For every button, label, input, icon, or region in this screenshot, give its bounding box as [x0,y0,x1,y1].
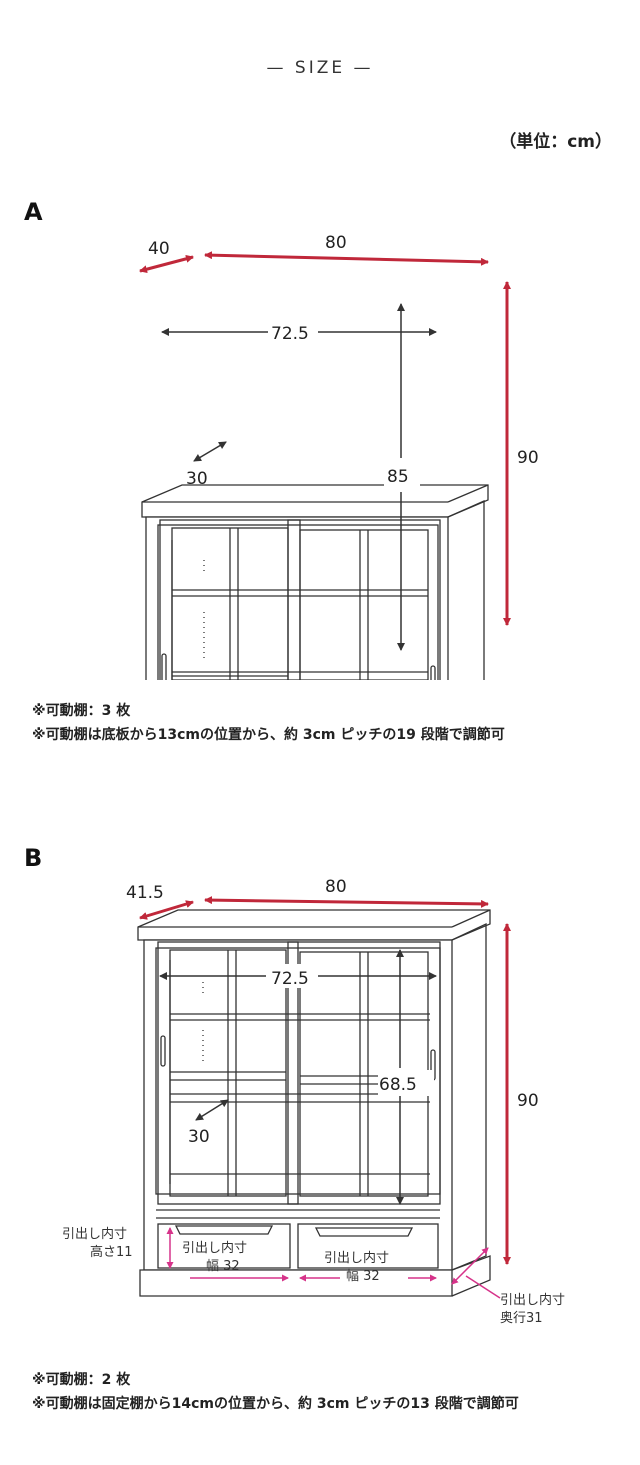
depth-dimension-line [139,254,194,274]
inner-height-label-bg [384,460,420,490]
inner-height-label: 68.5 [379,1075,417,1095]
section-a-label: A [24,198,43,226]
section-b-label: B [24,844,43,872]
shelf-depth-label: 30 [186,469,208,489]
cabinet-a-dimensions [139,251,511,626]
width-label: 80 [325,233,347,253]
section-a-note-2: ※可動棚は底板から13cmの位置から、約 3cm ピッチの19 段階で調節可 [32,727,505,743]
cabinet-b-drawer-dimensions [166,1227,501,1299]
drawer-height-label-2: 高さ11 [90,1244,133,1260]
size-heading: — SIZE — [266,58,374,78]
shelf-depth-line [195,1099,229,1121]
width-dimension-line [204,251,489,266]
inner-width-label: 72.5 [271,969,309,989]
drawer-depth-leader [465,1275,501,1299]
depth-label: 41.5 [126,883,164,903]
cabinet-a-diagram: 40 80 90 72.5 30 85 [139,233,539,680]
width-dimension-line [204,896,489,908]
inner-width-label: 72.5 [271,324,309,344]
height-label: 90 [517,448,539,468]
inner-height-label: 85 [387,467,409,487]
drawer-width-right-label-1: 引出し内寸 [324,1250,389,1266]
depth-label: 40 [148,239,170,259]
drawer-width-left-label-1: 引出し内寸 [182,1240,247,1256]
drawer-height-label-1: 引出し内寸 [62,1226,127,1242]
height-label: 90 [517,1091,539,1111]
shelf-depth-line [193,441,227,462]
section-a-note-1: ※可動棚：3 枚 [32,703,131,719]
cabinet-b-dimensions [139,896,511,1265]
cabinet-a-inner-dimensions [161,303,437,651]
drawer-width-right-label-2: 幅 32 [346,1269,380,1284]
depth-dimension-line [139,900,194,920]
cabinet-b-inner-dimensions [159,949,437,1205]
drawer-width-left-label-2: 幅 32 [206,1259,240,1274]
drawer-depth-line [451,1247,489,1285]
drawer-depth-label-1: 引出し内寸 [500,1292,565,1308]
width-label: 80 [325,877,347,897]
section-b-note-2: ※可動棚は固定棚から14cmの位置から、約 3cm ピッチの13 段階で調節可 [32,1396,519,1412]
unit-label: （単位：cm） [499,132,612,152]
inner-width-label-bg [268,320,318,344]
shelf-depth-label: 30 [188,1127,210,1147]
cabinet-b-diagram: 41.5 80 90 72.5 30 68.5 引出し内寸 高さ11 引出し内寸… [62,877,565,1326]
cabinet-a-outline [141,484,489,680]
drawer-depth-label-2: 奥行31 [500,1311,543,1326]
section-b-note-1: ※可動棚：2 枚 [32,1372,131,1388]
